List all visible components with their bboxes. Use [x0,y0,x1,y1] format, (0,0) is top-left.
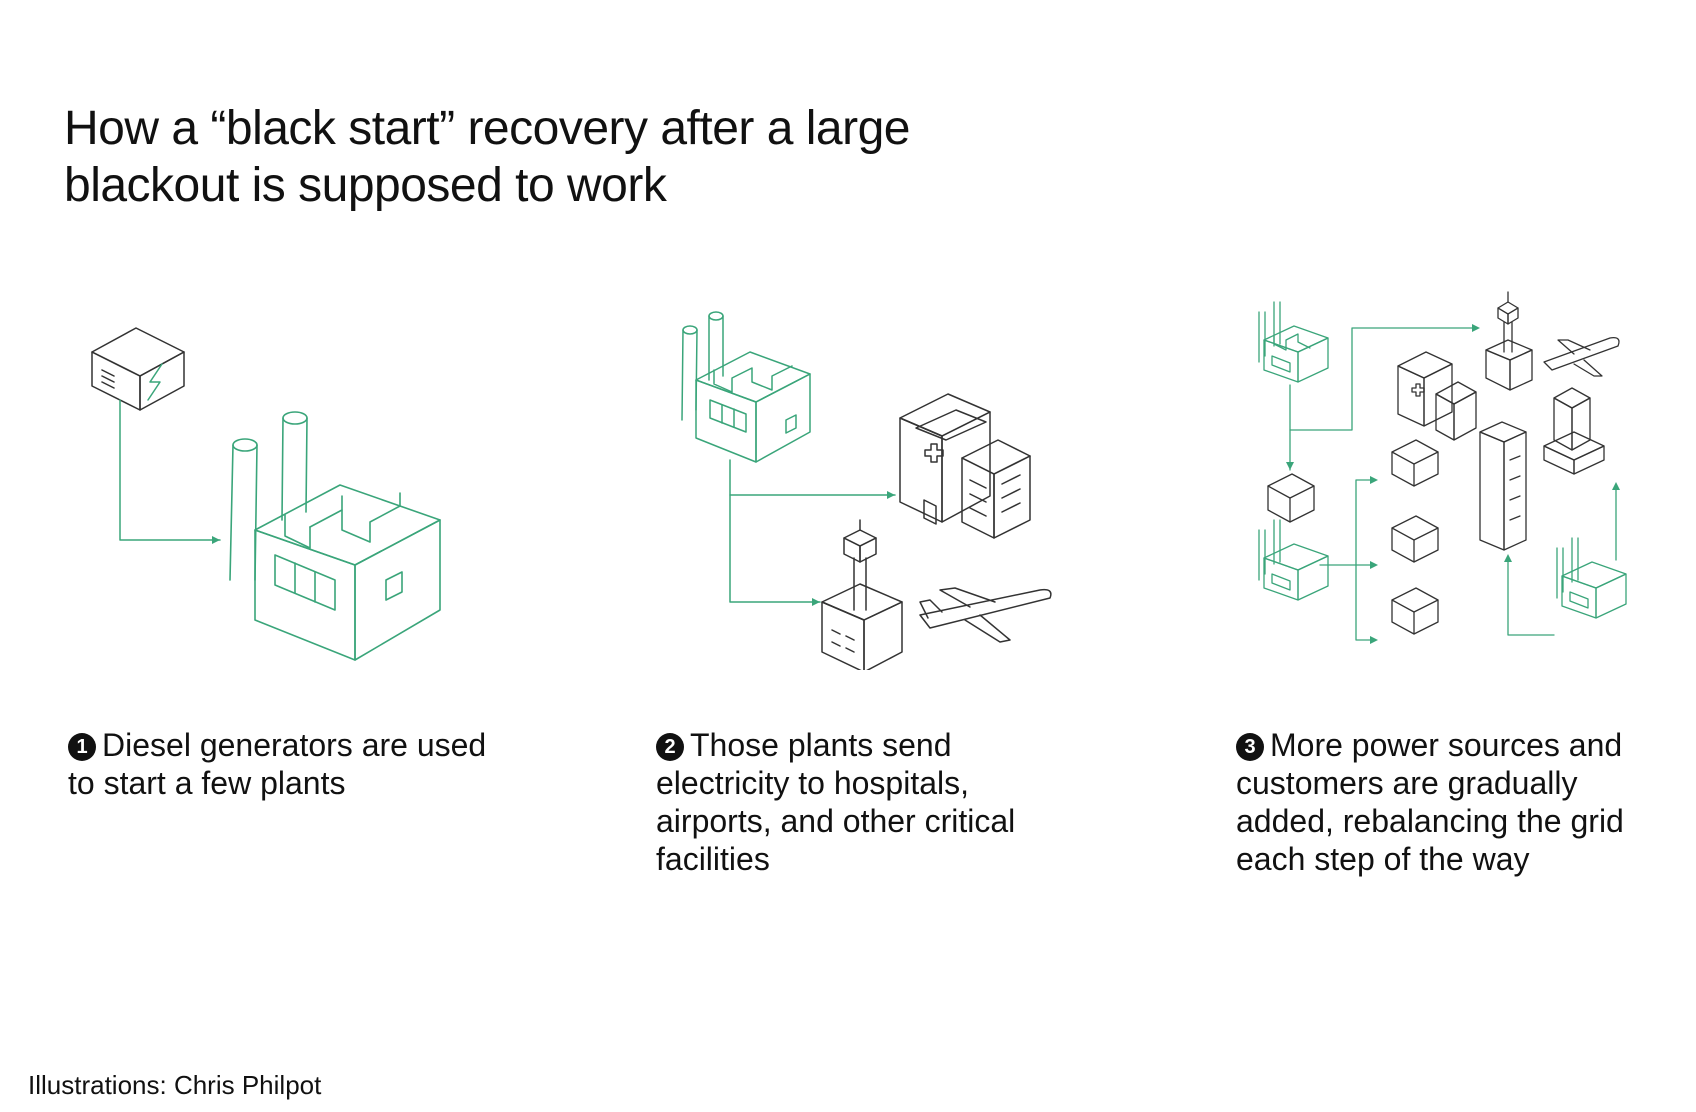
step-1-illustration [80,290,470,670]
power-line-tower [1507,559,1555,636]
step-2-illustration [680,290,1070,670]
hospital-icon [1397,351,1477,441]
airplane-icon [919,587,1052,643]
office-building-icon [1543,387,1605,475]
step-text: More power sources and customers are gra… [1236,727,1624,877]
house-icon [1391,587,1439,635]
power-line-hospital [729,459,896,496]
airport-tower-icon [1485,291,1533,391]
step-number-badge: 2 [656,733,684,761]
power-plant-icon [1258,301,1329,383]
house-icon [1391,515,1439,563]
power-line-houses [1319,479,1375,566]
house-icon [1391,439,1439,487]
hospital-icon [899,393,1031,539]
power-line-airport [1289,327,1477,431]
power-plant-icon [1556,537,1627,619]
power-line-airport [729,494,821,603]
airplane-icon [1543,337,1620,377]
step-number-badge: 3 [1236,733,1264,761]
step-text: Those plants send electricity to hospita… [656,727,1016,877]
airport-tower-icon [821,519,903,670]
diesel-generator-icon [91,327,185,411]
power-plant-icon [1258,519,1329,601]
office-tower-icon [1479,421,1527,551]
page-title: How a “black start” recovery after a lar… [64,102,910,212]
power-plant-icon [681,311,811,463]
step-3-illustration [1240,290,1640,670]
step-text: Diesel generators are used to start a fe… [68,727,487,801]
power-line [119,399,221,541]
house-icon [1267,473,1315,523]
power-plant-icon [229,411,441,661]
step-number-badge: 1 [68,733,96,761]
illustration-credit: Illustrations: Chris Philpot [28,1070,322,1100]
